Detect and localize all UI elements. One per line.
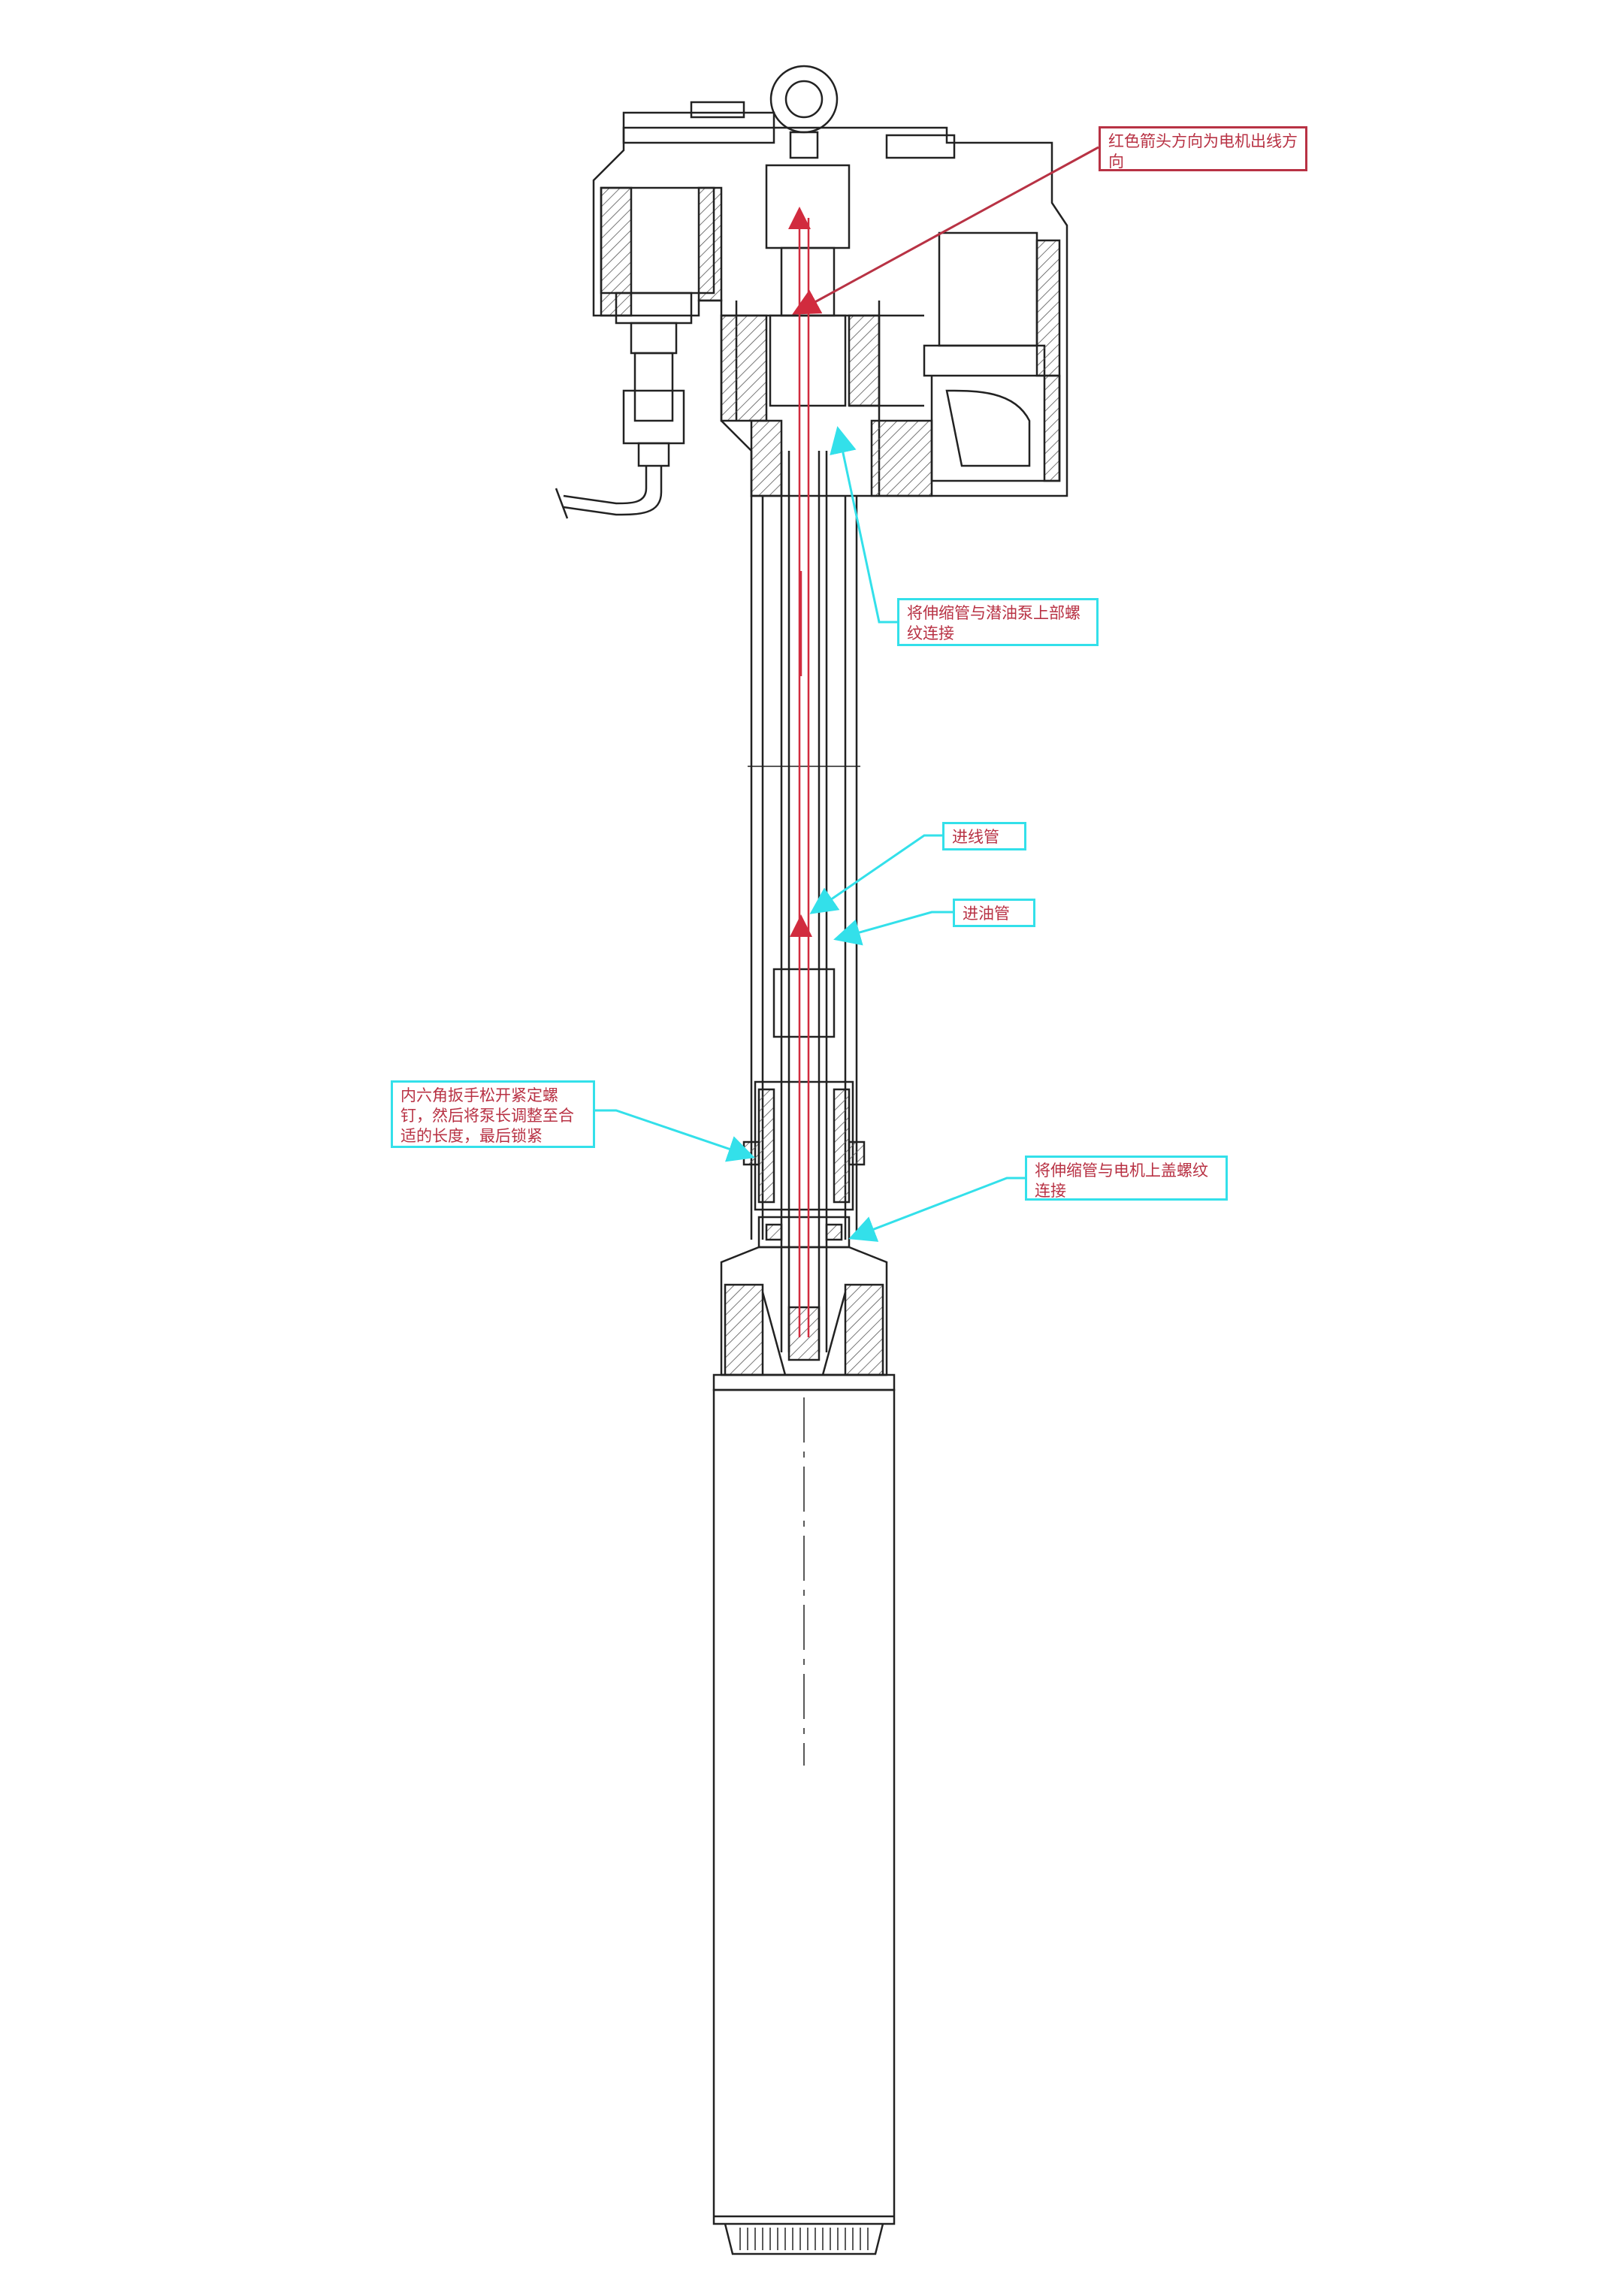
leader-hex-wrench (595, 1109, 755, 1162)
annotation-hex-wrench-adjust: 内六角扳手松开紧定螺钉，然后将泵长调整至合适的长度，最后锁紧 (391, 1080, 595, 1148)
leader-lines (595, 146, 1099, 1242)
annotation-motor-cover-thread-connection: 将伸缩管与电机上盖螺纹连接 (1025, 1156, 1228, 1201)
leader-motor-thread (848, 1177, 1025, 1242)
cable-connector (555, 186, 715, 519)
annotation-pump-thread-connection: 将伸缩管与潜油泵上部螺纹连接 (897, 598, 1099, 646)
leader-wire-tube (809, 834, 942, 914)
annotation-oil-inlet-tube: 进油管 (953, 899, 1035, 927)
lifting-eye (769, 65, 839, 134)
pump-head (592, 65, 1068, 497)
leader-motor-outlet (792, 146, 1099, 315)
annotation-motor-outlet-direction: 红色箭头方向为电机出线方向 (1099, 126, 1307, 171)
leader-pump-thread (830, 426, 897, 624)
motor-cover (712, 1246, 896, 1391)
leader-oil-tube (833, 911, 953, 946)
motor-body (712, 1388, 896, 2255)
wire-path (788, 207, 812, 1337)
telescopic-tube (742, 451, 866, 1352)
annotation-wire-inlet-tube: 进线管 (942, 822, 1026, 850)
